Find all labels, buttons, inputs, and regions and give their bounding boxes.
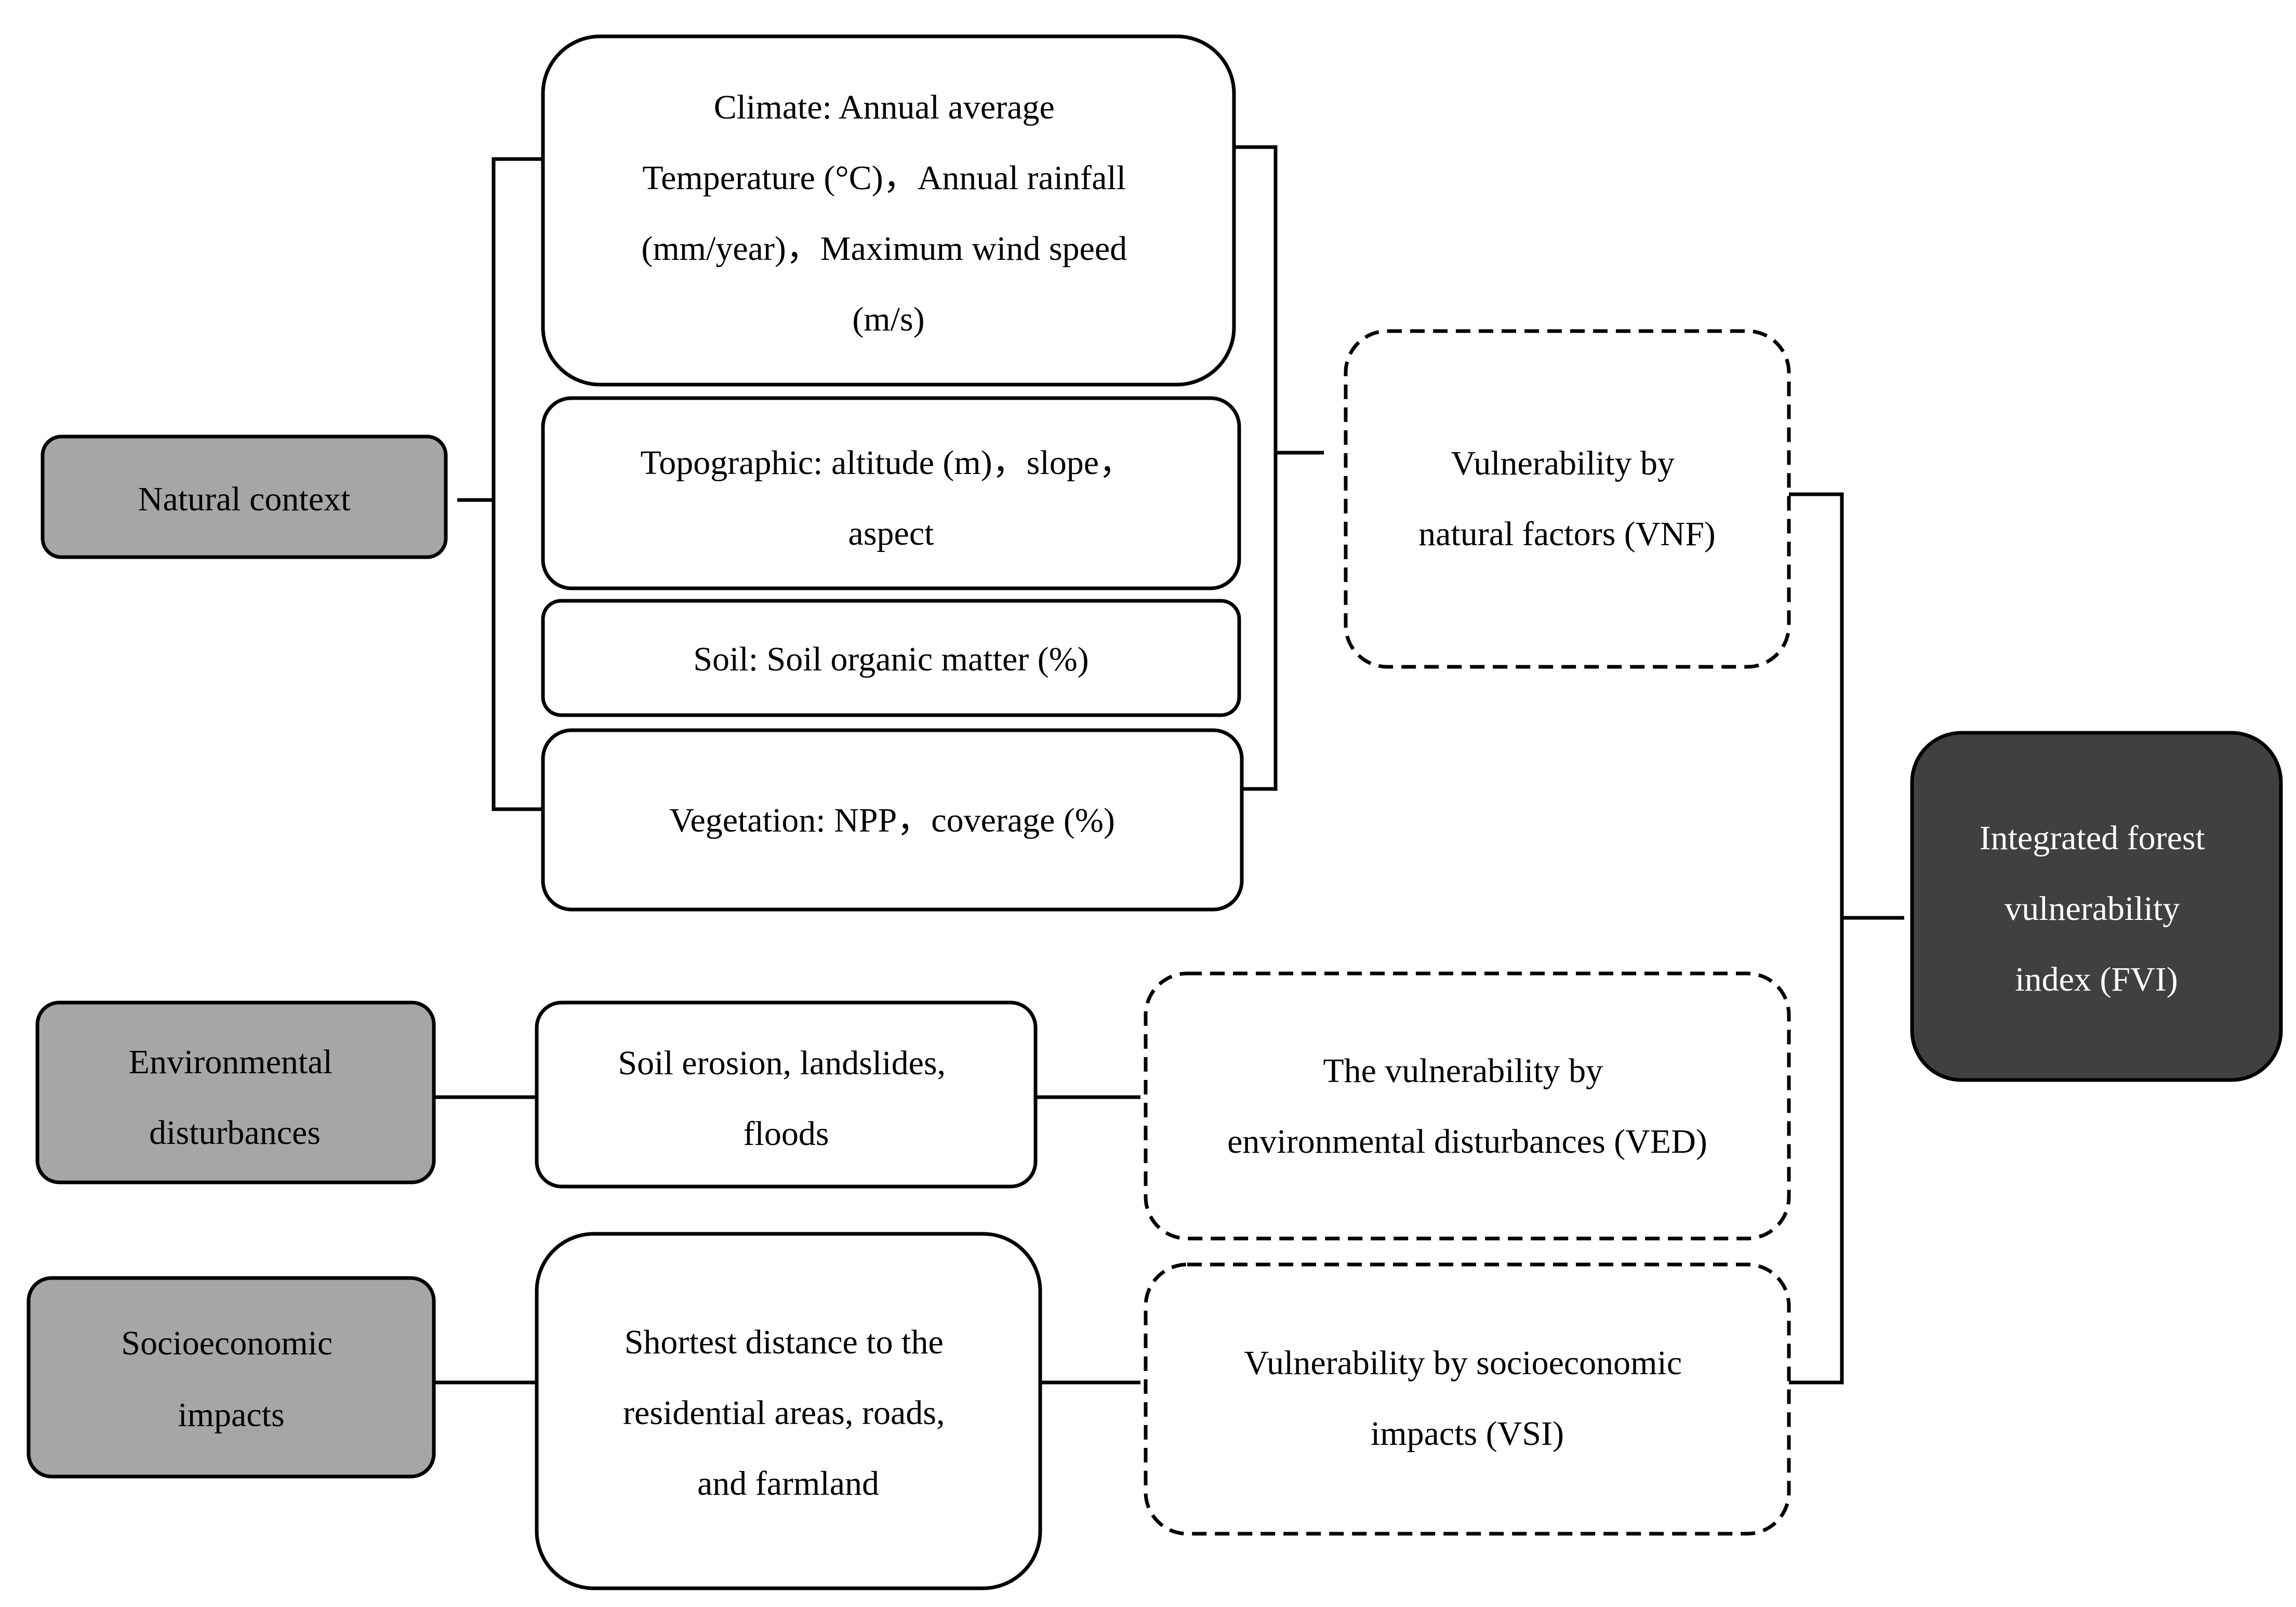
indicator-line: Shortest distance to the	[625, 1323, 944, 1361]
indicator-line: Soil erosion, landslides,	[618, 1044, 946, 1082]
svg-text:Soil erosion, landslides,: Soil erosion, landslides, floods	[618, 1044, 954, 1153]
category-box	[35, 1000, 436, 1184]
indicator-vegetation: Vegetation: NPP，coverage (%)	[541, 728, 1244, 912]
indicator-soil: Soil: Soil organic matter (%)	[541, 599, 1241, 717]
indicator-box	[541, 34, 1236, 387]
bracket-right-natural	[1226, 145, 1278, 791]
connectors	[434, 145, 1904, 1385]
bracket-left-natural	[492, 157, 543, 811]
svg-text:The vulnerability by env: The vulnerability by environmental distu…	[1227, 1052, 1707, 1161]
indicator-line: residential areas, roads,	[623, 1394, 945, 1432]
indicator-climate: Climate: Annual average Temperature (°C)…	[541, 34, 1236, 387]
category-socioeconomic-impacts: Socioeconomic impacts	[26, 1276, 436, 1479]
svg-text:Natural context: Natural context	[138, 480, 351, 518]
svg-text:Vegetation: NPP，coverage (%): Vegetation: NPP，coverage (%)	[669, 801, 1115, 839]
category-label: disturbances	[149, 1114, 321, 1152]
component-line: natural factors (VNF)	[1418, 515, 1716, 553]
indicator-topographic: Topographic: altitude (m)，slope， aspect	[541, 396, 1241, 590]
indicator-box	[535, 1000, 1038, 1189]
category-label: Natural context	[138, 480, 351, 518]
component-line: Vulnerability by socioeconomic	[1244, 1344, 1682, 1382]
indicator-box	[541, 396, 1241, 590]
svg-text:Soil: Soil organic matter (%): Soil: Soil organic matter (%)	[693, 640, 1089, 678]
indicator-erosion: Soil erosion, landslides, floods	[535, 1000, 1038, 1189]
indicator-line: Temperature (°C)，Annual rainfall	[642, 159, 1126, 197]
result-fvi: Integrated forest vulnerability index (F…	[1910, 731, 2283, 1082]
indicator-distance: Shortest distance to the residential are…	[535, 1232, 1042, 1590]
result-box	[1910, 731, 2283, 1082]
component-line: impacts (VSI)	[1371, 1415, 1564, 1453]
indicator-line: floods	[744, 1115, 829, 1153]
svg-text:Vulnerability by socioeconomic: Vulnerability by socioeconomic impacts (…	[1244, 1344, 1690, 1453]
indicator-line: (mm/year)，Maximum wind speed	[641, 230, 1127, 268]
category-label: impacts	[178, 1396, 284, 1434]
category-environmental-disturbances: Environmental disturbances	[35, 1000, 436, 1184]
indicator-line: aspect	[848, 515, 934, 552]
indicator-line: Topographic: altitude (m)，slope，	[641, 444, 1134, 482]
svg-text:Integrated forest vulner: Integrated forest vulnerability index (F…	[1980, 819, 2214, 998]
svg-text:Climate: Annual average: Climate: Annual average Temperature (°C)…	[641, 88, 1135, 338]
component-box	[1144, 1262, 1791, 1536]
component-vsi: Vulnerability by socioeconomic impacts (…	[1144, 1262, 1791, 1536]
indicator-line: Vegetation: NPP，coverage (%)	[669, 801, 1115, 839]
category-box	[26, 1276, 436, 1479]
category-natural-context: Natural context	[41, 434, 448, 559]
category-label: Socioeconomic	[121, 1324, 333, 1362]
component-line: environmental disturbances (VED)	[1227, 1123, 1707, 1161]
svg-text:Vulnerability by natural: Vulnerability by natural factors (VNF)	[1418, 444, 1716, 553]
indicator-box	[535, 1232, 1042, 1590]
category-label: Environmental	[129, 1043, 333, 1081]
result-line: index (FVI)	[2015, 960, 2178, 998]
bracket-components	[1784, 492, 1844, 1385]
component-line: The vulnerability by	[1323, 1052, 1603, 1090]
component-line: Vulnerability by	[1451, 444, 1675, 482]
component-ved: The vulnerability by environmental distu…	[1144, 971, 1791, 1241]
result-line: Integrated forest	[1980, 819, 2205, 857]
component-box	[1344, 329, 1791, 669]
category-box	[41, 434, 448, 559]
svg-text:Shortest distance to the: Shortest distance to the residential are…	[623, 1323, 953, 1503]
svg-text:Socioeconomic impacts: Socioeconomic impacts	[121, 1324, 341, 1434]
indicator-line: Soil: Soil organic matter (%)	[693, 640, 1089, 678]
component-vnf: Vulnerability by natural factors (VNF)	[1344, 329, 1791, 669]
indicator-line: Climate: Annual average	[714, 88, 1055, 126]
svg-text:Environmental disturbanc: Environmental disturbances	[129, 1043, 341, 1152]
indicator-box	[541, 599, 1241, 717]
indicator-box	[541, 728, 1244, 912]
result-line: vulnerability	[2005, 890, 2180, 928]
svg-text:Topographic: altitude (m)，slop: Topographic: altitude (m)，slope， aspect	[641, 444, 1142, 552]
component-box	[1144, 971, 1791, 1241]
indicator-line: and farmland	[697, 1465, 879, 1503]
indicator-line: (m/s)	[852, 300, 924, 338]
